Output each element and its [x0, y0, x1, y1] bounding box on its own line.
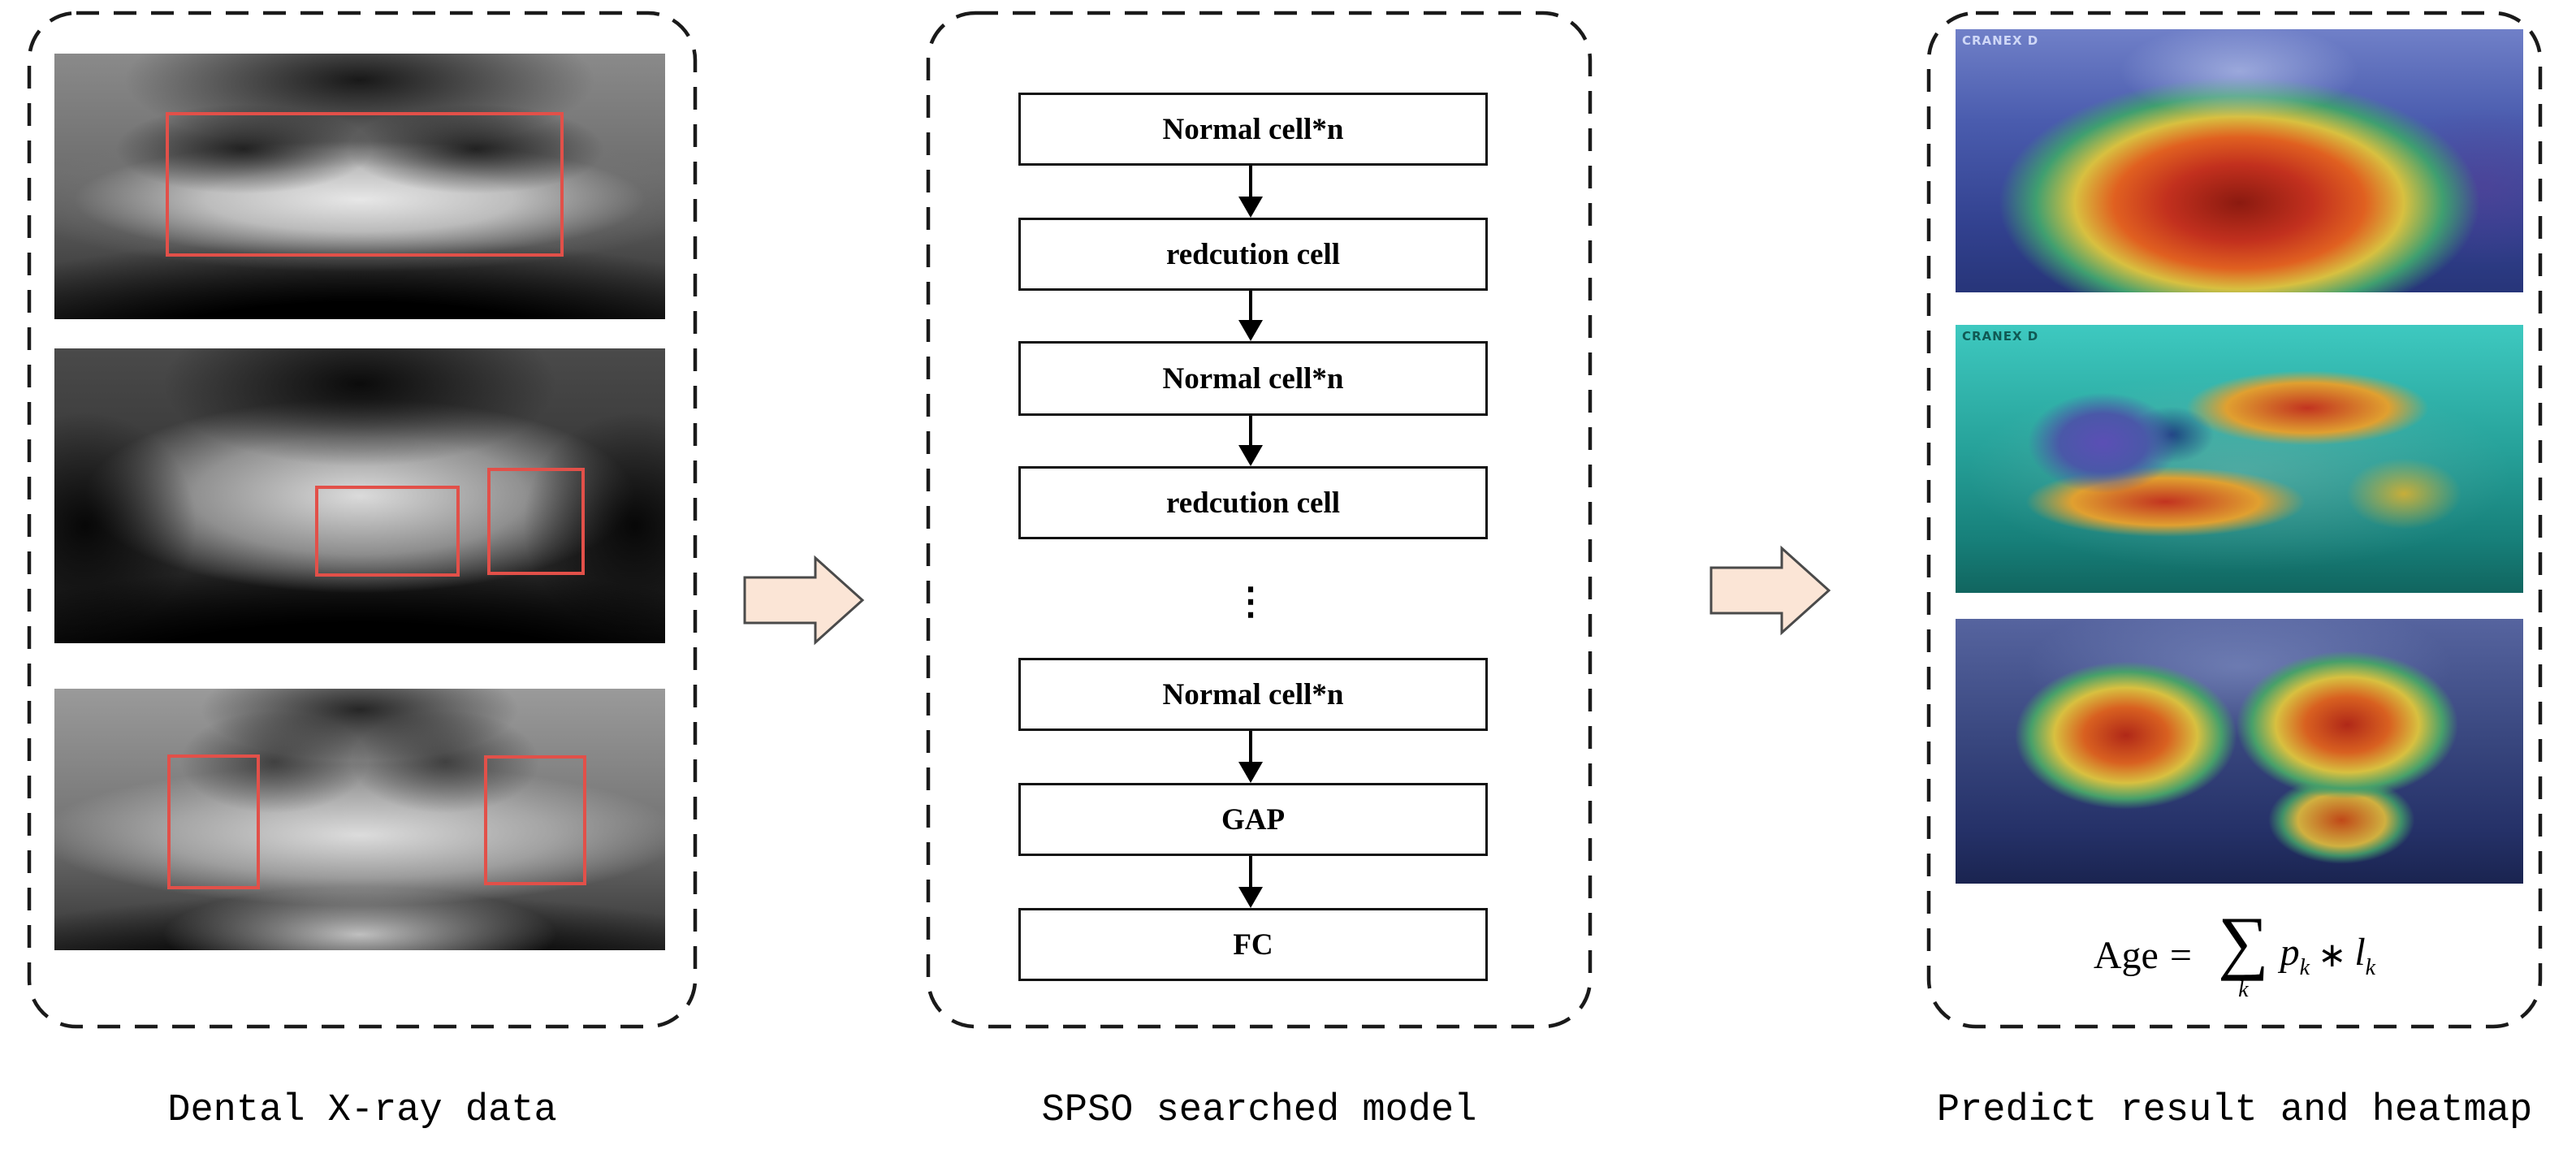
flow-node-label: redcution cell — [1165, 237, 1341, 271]
flow-node-label: redcution cell — [1165, 486, 1341, 520]
heatmap2-device-label: CRANEX D — [1962, 329, 2039, 344]
formula-l-subscript: k — [2365, 954, 2376, 980]
flow-node-normal-cell-1: Normal cell*n — [1018, 93, 1488, 166]
flow-node-label: Normal cell*n — [1162, 361, 1344, 396]
flow-arrowhead-icon — [1238, 887, 1263, 908]
right-panel-dashed-border — [1926, 11, 2543, 1029]
formula-times: ∗ — [2318, 937, 2347, 975]
flow-node-label: GAP — [1221, 802, 1286, 837]
sigma-icon: ∑ — [2217, 903, 2269, 982]
formula-sum: ∑ k — [2217, 903, 2269, 1002]
flow-arrowhead-icon — [1238, 762, 1263, 783]
middle-panel-caption: SPSO searched model — [1041, 1089, 1477, 1132]
flow-node-normal-cell-2: Normal cell*n — [1018, 341, 1488, 416]
sigma-subscript: k — [2238, 977, 2249, 1002]
flow-node-label: FC — [1233, 927, 1273, 962]
flow-node-reduction-cell-1: redcution cell — [1018, 218, 1488, 291]
flow-node-label: Normal cell*n — [1162, 677, 1344, 711]
flow-node-label: Normal cell*n — [1162, 112, 1344, 146]
formula-l-term: lk — [2354, 930, 2375, 981]
formula-p: p — [2280, 930, 2300, 974]
left-panel-dashed-border — [27, 11, 698, 1029]
flow-arrowheads — [1238, 197, 1263, 908]
flow-node-fc: FC — [1018, 908, 1488, 981]
flow-arrowhead-icon — [1238, 445, 1263, 466]
left-panel-caption: Dental X-ray data — [167, 1089, 557, 1132]
formula-p-term: pk — [2280, 930, 2310, 981]
xray2-annotation-box-right — [487, 468, 585, 575]
middle-to-right-arrow-icon — [1709, 545, 1831, 636]
flow-node-reduction-cell-2: redcution cell — [1018, 466, 1488, 539]
heatmap-1: CRANEX D — [1956, 29, 2523, 292]
flow-node-normal-cell-3: Normal cell*n — [1018, 658, 1488, 731]
heatmap1-device-label: CRANEX D — [1962, 33, 2039, 48]
xray1-annotation-box — [166, 112, 564, 257]
panoramic-xray-3 — [54, 689, 665, 950]
xray3-annotation-box-right — [484, 755, 586, 885]
flow-arrowhead-icon — [1238, 320, 1263, 341]
formula-l: l — [2354, 930, 2366, 974]
flow-ellipsis-glyph: ⋮ — [1232, 581, 1269, 622]
heatmap-3 — [1956, 619, 2523, 884]
xray3-annotation-box-left — [167, 754, 260, 889]
panoramic-xray-1 — [54, 54, 665, 319]
formula-p-subscript: k — [2299, 954, 2310, 980]
left-to-middle-arrow-icon — [743, 555, 865, 646]
flow-arrowhead-icon — [1238, 197, 1263, 218]
heatmap-2: CRANEX D — [1956, 325, 2523, 593]
xray2-annotation-box-center — [315, 486, 460, 577]
age-formula: Age = ∑ k pk ∗ lk — [1929, 890, 2540, 1020]
formula-lhs: Age — [2093, 933, 2159, 977]
panoramic-xray-2 — [54, 348, 665, 643]
middle-panel-dashed-border — [926, 11, 1593, 1029]
right-panel-caption: Predict result and heatmap — [1936, 1089, 2533, 1132]
formula-equals: = — [2169, 933, 2192, 977]
flow-node-gap: GAP — [1018, 783, 1488, 856]
flow-ellipsis: ⋮ — [1018, 569, 1483, 633]
